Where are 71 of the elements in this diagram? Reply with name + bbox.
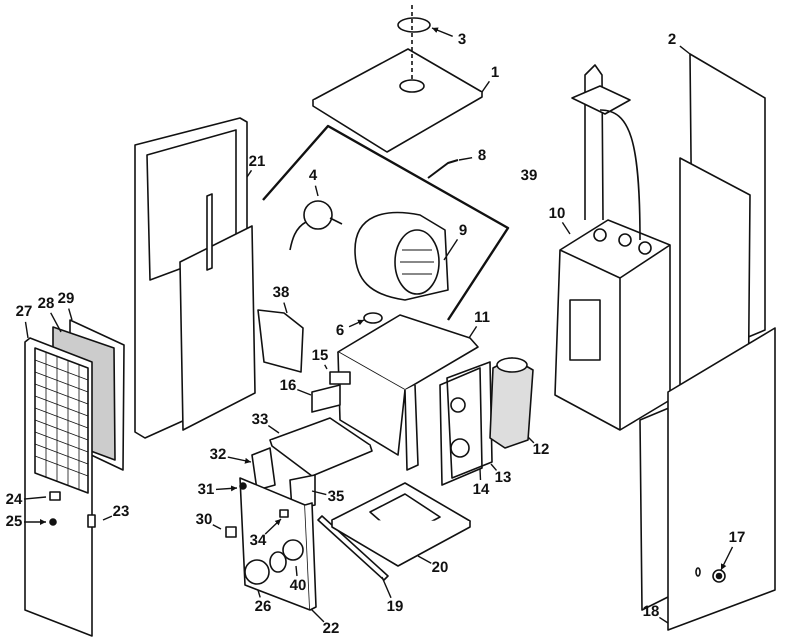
leader-line	[458, 157, 472, 161]
leader-line	[24, 519, 46, 525]
leader-line	[68, 308, 73, 320]
leader-line	[324, 364, 328, 370]
leader-line	[490, 464, 498, 471]
callout-number: 28	[38, 296, 54, 312]
callout-number: 10	[548, 206, 566, 222]
leader-line	[720, 546, 734, 570]
callout-number: 11	[474, 310, 490, 326]
leader-line	[257, 590, 261, 598]
callout-number: 9	[458, 223, 468, 239]
leader-line	[481, 80, 490, 92]
leader-line	[443, 239, 458, 260]
callout-number: 34	[250, 533, 266, 549]
callout-number: 6	[336, 323, 344, 339]
callout-number: 16	[280, 378, 296, 394]
leader-line	[468, 326, 478, 338]
callout-number: 8	[478, 148, 486, 164]
leader-line	[348, 319, 364, 328]
callout-number: 12	[532, 442, 550, 458]
leader-line	[418, 555, 432, 564]
leader-line	[381, 576, 392, 598]
leader-line	[679, 46, 690, 55]
callout-number: 15	[312, 348, 328, 364]
leader-line	[24, 322, 29, 338]
leader-line	[283, 302, 288, 314]
callout-number: 32	[210, 447, 226, 463]
callout-number: 38	[272, 285, 290, 301]
callout-number: 24	[6, 492, 22, 508]
callout-number: 29	[58, 291, 74, 307]
callout-number: 20	[432, 560, 448, 576]
callout-number: 21	[248, 154, 266, 170]
callout-number: 39	[520, 168, 538, 184]
callout-number: 17	[728, 530, 746, 546]
leader-line	[102, 515, 112, 521]
callout-number: 14	[472, 482, 490, 498]
leader-line	[246, 170, 252, 178]
leader-line	[50, 312, 62, 332]
leader-line	[659, 616, 668, 624]
callout-number: 18	[642, 604, 660, 620]
callout-number: 33	[252, 412, 268, 428]
callout-number: 2	[668, 32, 676, 48]
leader-line	[562, 222, 571, 234]
callout-number: 13	[494, 470, 512, 486]
callout-number: 3	[458, 32, 466, 48]
leader-line	[228, 456, 252, 464]
callout-number: 30	[196, 512, 212, 528]
callout-number: 26	[254, 599, 272, 615]
leader-line	[295, 566, 298, 576]
callout-number: 35	[328, 489, 344, 505]
leader-line	[268, 425, 280, 434]
callout-number: 22	[322, 621, 340, 637]
callout-number: 4	[308, 168, 318, 184]
leader-line	[479, 468, 482, 480]
callout-number: 23	[112, 504, 130, 520]
leader-line	[212, 524, 222, 530]
callout-number: 31	[198, 482, 214, 498]
leader-line	[24, 496, 46, 500]
leader-line	[312, 490, 326, 496]
leader-line	[297, 388, 312, 396]
leader-line	[528, 436, 534, 444]
leader-line	[264, 518, 282, 535]
callout-number: 25	[6, 514, 22, 530]
leader-line	[314, 186, 319, 196]
leader-line	[310, 608, 324, 622]
callout-number: 1	[490, 65, 500, 81]
callout-number: 19	[386, 599, 404, 615]
callout-number: 27	[16, 304, 32, 320]
leader-line	[432, 27, 453, 37]
callout-number: 40	[290, 578, 306, 594]
leader-line	[216, 485, 238, 492]
